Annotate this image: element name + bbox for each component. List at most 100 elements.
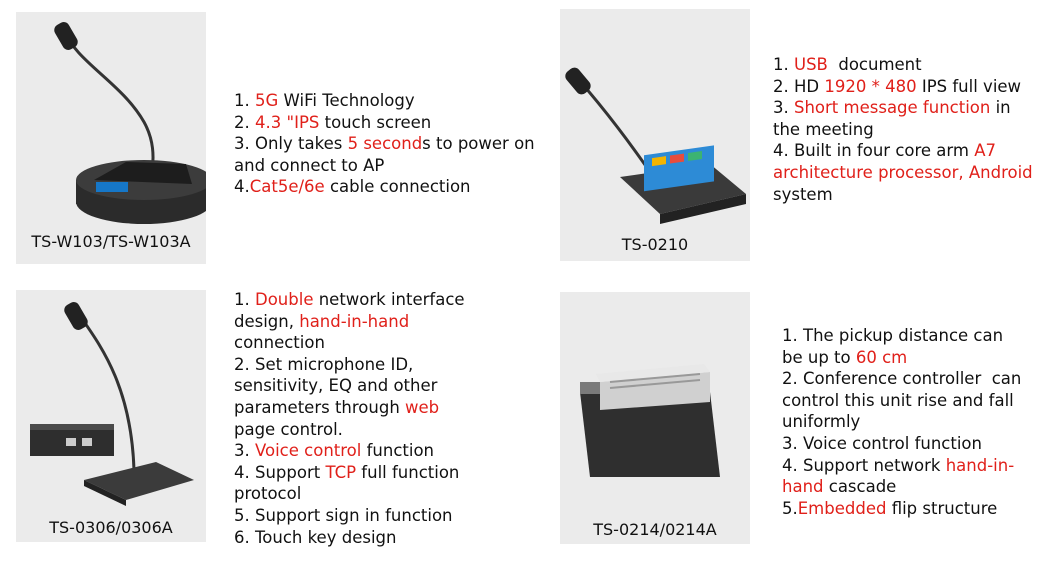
spec-text: cascade [823, 477, 897, 497]
spec-line: hand cascade [782, 476, 1052, 498]
spec-text: function [361, 441, 435, 461]
spec-highlight: A7 [974, 141, 997, 161]
spec-line: 1. 5G WiFi Technology [234, 90, 554, 112]
spec-line: the meeting [773, 119, 1053, 141]
desktop-microphone-image [30, 302, 194, 506]
spec-text: document [827, 55, 922, 74]
model-caption: TS-0210 [621, 235, 689, 254]
spec-text: parameters through [234, 397, 406, 417]
spec-text: 3. [773, 98, 794, 118]
spec-line: architecture processor, Android [773, 162, 1053, 184]
spec-line: protocol [234, 483, 554, 505]
spec-line: system [773, 184, 1053, 206]
spec-text: connection [234, 333, 325, 353]
spec-line: 3. Only takes 5 seconds to power on [234, 133, 554, 155]
spec-line: 1. USB document [773, 54, 1053, 76]
spec-line: 5. Support sign in function [234, 505, 554, 527]
spec-text: touch screen [319, 112, 432, 132]
spec-text: protocol [234, 484, 302, 504]
spec-line: design, hand-in-hand [234, 311, 554, 333]
spec-line: 1. The pickup distance can [782, 325, 1052, 347]
product-panel-ts-0214: TS-0214/0214A [560, 292, 750, 544]
spec-text: system [773, 184, 833, 204]
touchscreen-microphone-image [565, 67, 746, 224]
spec-text: WiFi Technology [278, 91, 415, 110]
spec-text: 4. Built in four core arm [773, 141, 975, 161]
spec-text: control this unit rise and fall [782, 390, 1014, 410]
spec-line: control this unit rise and fall [782, 390, 1052, 412]
spec-text: 3. Only takes [234, 134, 348, 154]
spec-text: flip structure [886, 498, 998, 518]
spec-line: sensitivity, EQ and other [234, 375, 554, 397]
spec-highlight: 5 second [347, 134, 423, 154]
spec-highlight: 1920 * 480 [824, 76, 917, 96]
spec-text: 1. [773, 55, 794, 74]
spec-line: be up to 60 cm [782, 347, 1052, 369]
spec-line: 4. Built in four core arm A7 [773, 140, 1053, 162]
spec-highlight: Double [255, 290, 314, 309]
spec-text: be up to [782, 347, 856, 367]
spec-line: 4. Support TCP full function [234, 462, 554, 484]
spec-line: connection [234, 332, 554, 354]
product-panel-ts-0210: TS-0210 [560, 9, 750, 261]
spec-text: 1. The pickup distance can [782, 326, 1004, 345]
spec-highlight: Short message function [794, 98, 991, 118]
spec-text: 4. Support [234, 462, 326, 482]
spec-text: 3. [234, 441, 255, 461]
product-panel-ts-0306: TS-0306/0306A [16, 290, 206, 542]
spec-text: 2. Conference controller can [782, 369, 1022, 389]
model-caption: TS-0214/0214A [593, 520, 717, 539]
spec-text: 6. Touch key design [234, 527, 397, 547]
spec-text: s to power on [422, 134, 535, 154]
spec-highlight: 4.3 "IPS [255, 112, 320, 132]
spec-line: and connect to AP [234, 155, 554, 177]
spec-text: cable connection [324, 177, 471, 197]
spec-line: page control. [234, 419, 554, 441]
spec-text: and connect to AP [234, 155, 385, 175]
lifting-microphone-image [580, 364, 720, 477]
model-caption: TS-0306/0306A [49, 518, 173, 537]
spec-text: 1. [234, 290, 255, 309]
spec-text: in [990, 98, 1011, 118]
spec-highlight: architecture processor, Android [773, 162, 1033, 182]
spec-line: uniformly [782, 411, 1052, 433]
spec-line: 3. Voice control function [782, 433, 1052, 455]
spec-text: network interface [313, 290, 465, 309]
spec-line: 5.Embedded flip structure [782, 498, 1052, 520]
spec-highlight: hand-in- [945, 455, 1015, 475]
spec-text: 5. [782, 498, 798, 518]
spec-text: 2. [234, 112, 255, 132]
spec-text: IPS full view [916, 76, 1022, 96]
spec-text: 1. [234, 91, 255, 110]
spec-list-ts-0214: 1. The pickup distance can be up to 60 cm… [782, 325, 1052, 519]
spec-text: page control. [234, 419, 343, 439]
model-caption: TS-W103/TS-W103A [31, 232, 191, 251]
spec-highlight: 5G [255, 91, 279, 110]
spec-highlight: 60 cm [855, 347, 908, 367]
spec-line: 2. HD 1920 * 480 IPS full view [773, 76, 1053, 98]
spec-text: 4. [234, 177, 250, 197]
spec-highlight: Embedded [797, 498, 887, 518]
spec-line: 2. 4.3 "IPS touch screen [234, 112, 554, 134]
spec-highlight: hand [782, 477, 824, 497]
spec-line: 3. Short message function in [773, 97, 1053, 119]
spec-text: full function [356, 462, 460, 482]
spec-line: 4.Cat5e/6e cable connection [234, 176, 554, 198]
spec-line: 4. Support network hand-in- [782, 455, 1052, 477]
spec-line: 3. Voice control function [234, 440, 554, 462]
spec-line: 2. Set microphone ID, [234, 354, 554, 376]
spec-line: 2. Conference controller can [782, 368, 1052, 390]
spec-text: the meeting [773, 119, 874, 139]
spec-text: design, [234, 311, 300, 331]
spec-highlight: hand-in-hand [299, 311, 410, 331]
spec-highlight: Voice control [255, 441, 362, 461]
spec-line: 6. Touch key design [234, 527, 554, 549]
spec-line: parameters through web [234, 397, 554, 419]
gooseneck-microphone-image [54, 22, 206, 224]
spec-line: 1. Double network interface [234, 289, 554, 311]
spec-text: 3. Voice control function [782, 433, 982, 453]
spec-text: 4. Support network [782, 455, 946, 475]
